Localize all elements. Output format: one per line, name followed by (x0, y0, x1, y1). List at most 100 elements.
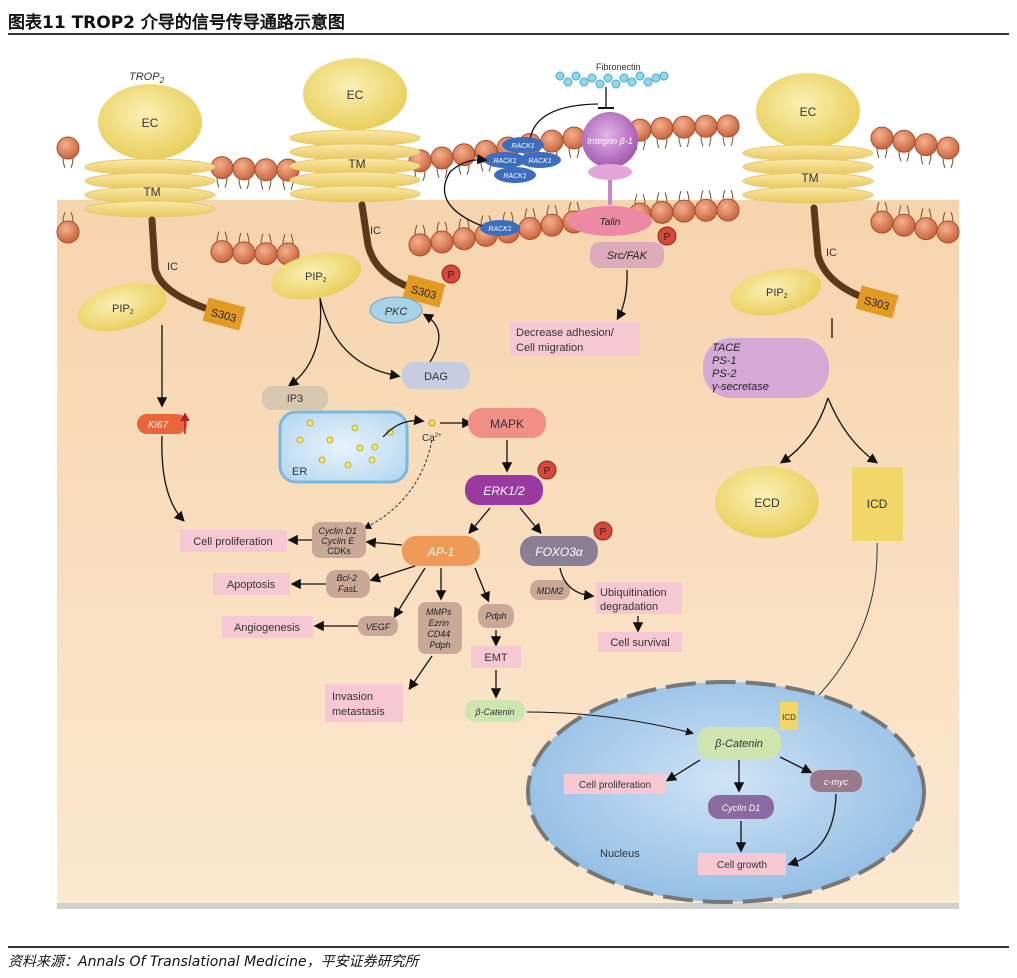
lipid-head (518, 217, 542, 241)
lipid-head (914, 133, 938, 157)
ec-domain-left (98, 84, 202, 160)
vegf-label: VEGF (366, 622, 391, 632)
footer-source: 资料来源：Annals Of Translational Medicine，平安… (8, 954, 419, 970)
s303-left (202, 297, 246, 331)
src-fak-node (590, 242, 664, 268)
bcl2-label: Bcl-2 FasL (336, 573, 359, 594)
cyclins-label: Cyclin D1 Cyclin E CDKs (318, 526, 359, 556)
phospho-mid (441, 264, 461, 284)
cell-proliferation-label: Cell proliferation (193, 536, 272, 548)
s303-mid (402, 274, 446, 308)
angiogenesis-box (222, 616, 313, 638)
ki67-label: Ki67 (148, 420, 168, 431)
lipid-head (694, 198, 718, 222)
phospho-label-foxo: P (600, 527, 607, 538)
lipid-head (540, 213, 564, 237)
fibronectin-bead (587, 73, 597, 83)
cyclin-d1-label: Cyclin D1 (722, 803, 761, 813)
ca-dot (428, 419, 436, 427)
beta-catenin-nucleus (697, 727, 781, 759)
invasion-label: Invasion metastasis (332, 691, 385, 718)
membrane-outer-lipids (56, 114, 960, 191)
bcl2-node (326, 570, 370, 598)
arrow-ki67-proliferation (161, 435, 185, 522)
arrow-foxo-ubiq (559, 567, 595, 601)
ubiquitination-label: Ubiquitination degradation (600, 587, 670, 613)
cell-growth-box (698, 853, 786, 875)
lipid-head (672, 115, 696, 139)
mapk-node (468, 408, 546, 438)
arrow-secretase-icd (827, 397, 879, 464)
pip2-label-right: PIP2 (766, 287, 788, 300)
ip3-label: IP3 (287, 393, 304, 405)
ecd-label: ECD (754, 496, 780, 510)
cell-survival-label: Cell survival (610, 637, 669, 649)
arrow-ap1-cyclins (365, 537, 403, 548)
ic-label-right: IC (826, 247, 837, 259)
fibronectin-bead (579, 77, 589, 87)
secretase-node (703, 338, 829, 398)
pip2-right (730, 268, 822, 316)
fibronectin-bead (659, 71, 669, 81)
lipid-head (254, 158, 278, 182)
arrow-icd-nucleus (800, 542, 878, 714)
arrow-ap1-vegf (393, 567, 426, 619)
lipid-head (562, 126, 586, 150)
lipid-head (452, 143, 476, 167)
vegf-node (358, 616, 398, 636)
cyclins-node (312, 522, 366, 558)
cell-survival-box (598, 632, 682, 652)
fibronectin-bead (611, 79, 621, 89)
talin-node (568, 206, 652, 236)
nucleus-label: Nucleus (600, 848, 640, 860)
icd-nucleus-label: ICD (782, 713, 796, 722)
lipid-head (56, 220, 80, 244)
cell-proliferation-box (180, 530, 287, 552)
arrow-src-adhesion (616, 269, 628, 321)
arrow-er-ca (382, 414, 425, 438)
ic-label-left: IC (167, 261, 178, 273)
fibronectin-bead (627, 77, 637, 87)
mmps-node (418, 602, 462, 654)
arrow-catenin-proliferation (665, 759, 701, 782)
dag-node (402, 362, 470, 389)
mdm2-label: MDM2 (537, 586, 564, 596)
integrin-label: Integrin β-1 (587, 136, 633, 146)
nucleus-proliferation-label: Cell proliferation (579, 780, 651, 791)
arrow-catenin-cmyc (779, 756, 813, 774)
phospho-label-src: P (664, 232, 671, 243)
fibronectin-chain (555, 71, 669, 89)
pip2-left (77, 282, 167, 332)
arrow-rack-integrin (529, 103, 599, 141)
emt-box (471, 646, 521, 668)
rack1-cluster (484, 137, 561, 183)
er-label: ER (292, 466, 307, 478)
lipid-head (56, 136, 80, 160)
lipid-head (936, 136, 960, 160)
apoptosis-label: Apoptosis (227, 579, 276, 591)
arrow-erk-foxo (519, 507, 542, 534)
bottom-rule (57, 903, 959, 909)
arrow-dag-pkc (422, 313, 440, 363)
dag-label: DAG (424, 371, 448, 383)
er-calcium-dots (296, 419, 394, 469)
fibronectin-bead (619, 73, 629, 83)
lipid-head (892, 213, 916, 237)
arrow-ap1-bcl2 (369, 565, 416, 583)
rack1-label-4: RACK1 (503, 173, 526, 180)
ki67-up-icon (180, 412, 190, 434)
cyclin-d1-node (708, 795, 774, 819)
lipid-head (430, 230, 454, 254)
ip3-node (262, 386, 328, 410)
tm-domain-left (84, 158, 216, 218)
fibronectin-bead (563, 77, 573, 87)
lipid-head (254, 242, 278, 266)
fibronectin-bead (643, 77, 653, 87)
src-fak-label: Src/FAK (607, 250, 648, 262)
nucleus-proliferation-box (564, 774, 666, 794)
lipid-head (408, 233, 432, 257)
fibronectin-bead (651, 73, 661, 83)
arrow-rack1-cluster (443, 154, 488, 227)
arrow-cmyc-growth (787, 793, 837, 867)
